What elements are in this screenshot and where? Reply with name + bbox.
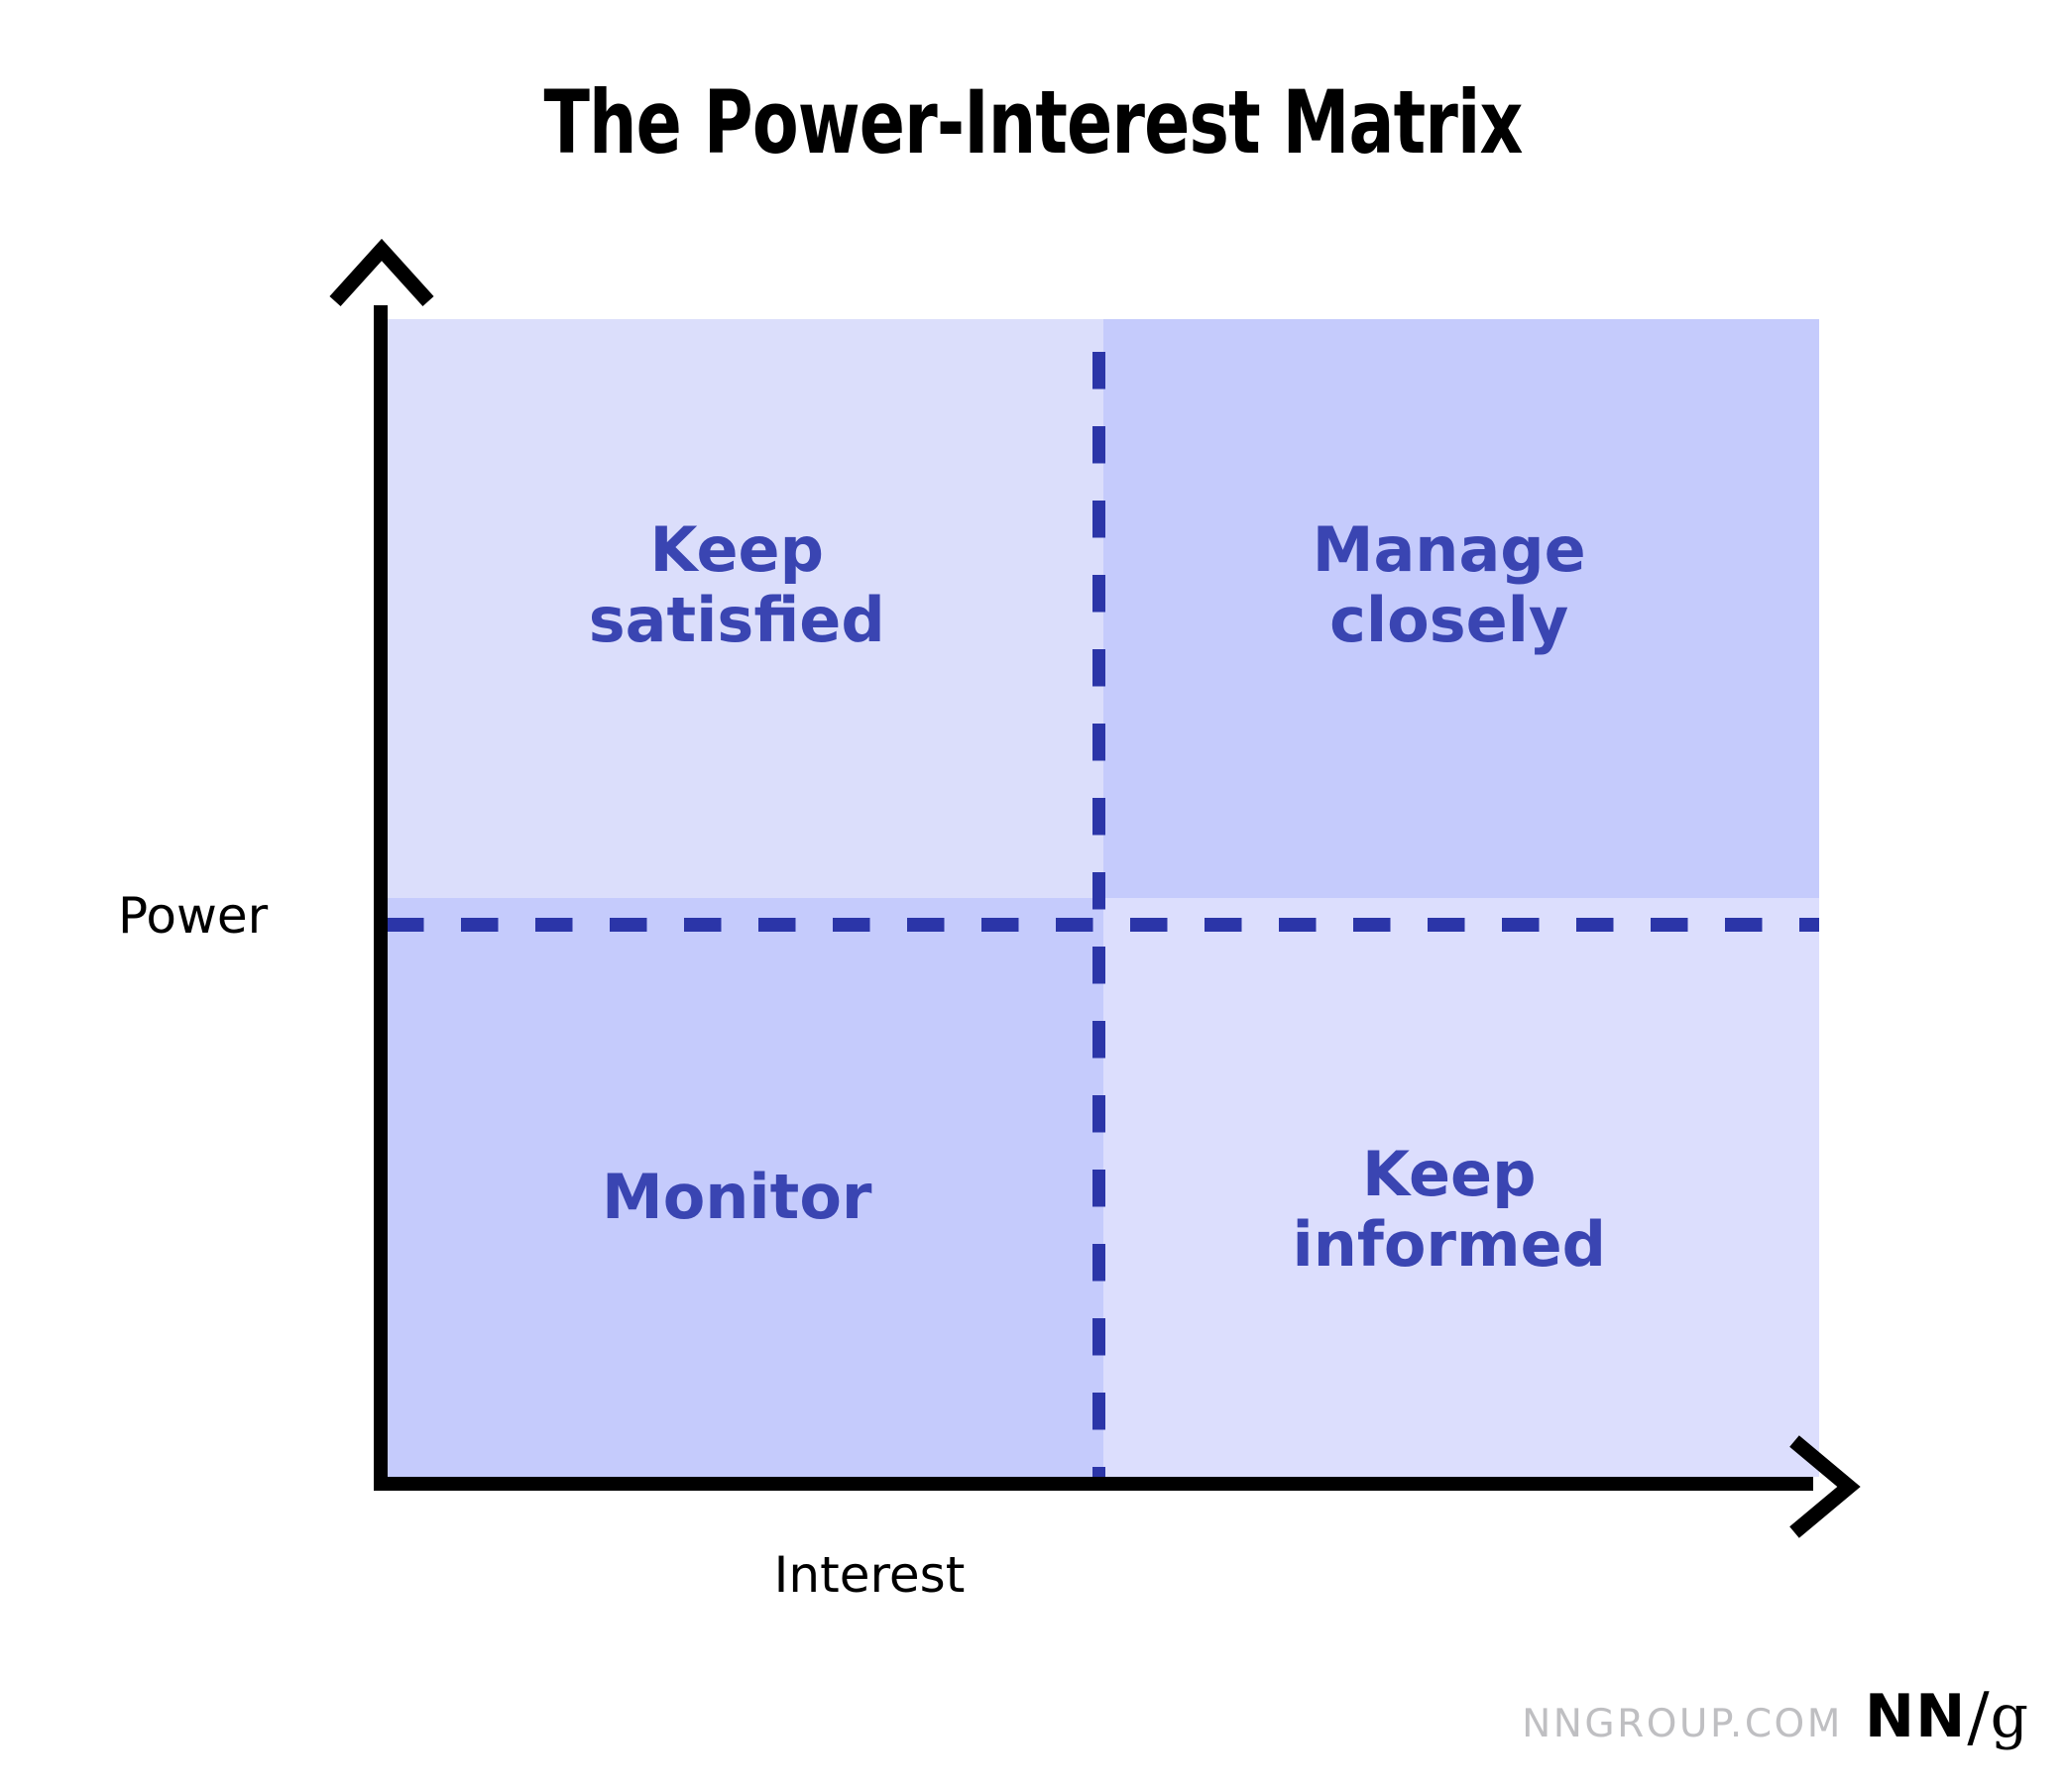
x-axis-label: Interest — [773, 1546, 966, 1604]
nng-logo: NN / g — [1864, 1676, 2028, 1755]
quadrant-label-keep-informed: Keep informed — [1292, 1137, 1607, 1281]
x-axis-line — [374, 1477, 1813, 1491]
nng-logo-g: g — [1990, 1682, 2028, 1751]
footer-site-url: NNGROUP.COM — [1522, 1702, 1843, 1746]
power-interest-matrix: Keep satisfied Manage closely Monitor Ke… — [387, 319, 1819, 1477]
y-axis-line — [374, 305, 388, 1491]
quadrant-keep-informed: Keep informed — [1102, 898, 1819, 1477]
quadrant-label-manage-closely: Manage closely — [1312, 512, 1586, 656]
quadrant-manage-closely: Manage closely — [1102, 319, 1819, 898]
quadrant-label-monitor: Monitor — [602, 1161, 872, 1234]
arrow-right-icon — [1789, 1435, 1861, 1538]
quadrant-monitor: Monitor — [387, 898, 1103, 1477]
nng-logo-nn: NN — [1864, 1682, 1967, 1751]
y-axis-label: Power — [118, 887, 269, 945]
divider-vertical-dashed — [1092, 352, 1105, 1477]
arrow-up-icon — [329, 238, 434, 307]
page-title: The Power-Interest Matrix — [543, 71, 1523, 173]
nng-logo-slash: / — [1967, 1679, 1990, 1755]
quadrant-label-keep-satisfied: Keep satisfied — [588, 512, 885, 656]
quadrant-keep-satisfied: Keep satisfied — [387, 319, 1103, 898]
footer-branding: NNGROUP.COM NN / g — [1522, 1676, 2028, 1755]
